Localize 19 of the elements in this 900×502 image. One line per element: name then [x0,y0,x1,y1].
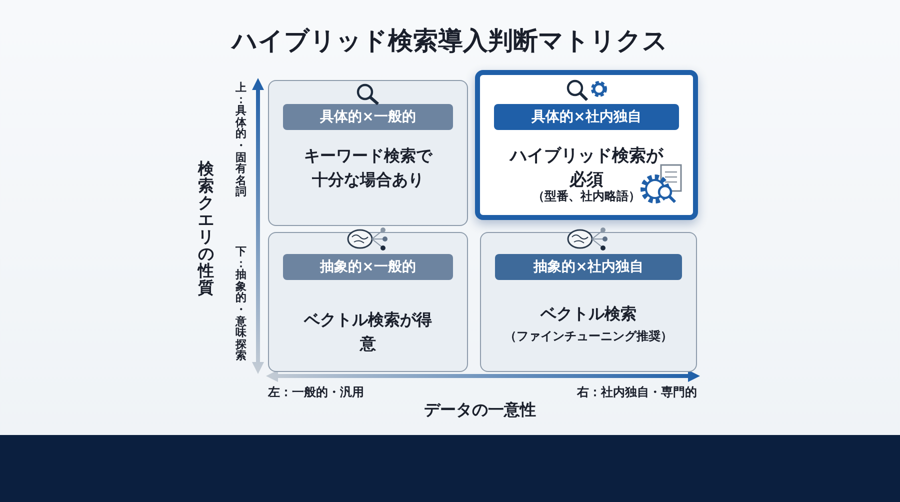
quadrant-text: ベクトル検索 [539,302,638,324]
quadrant-box [268,80,468,226]
quadrant-heading: 具体的×一般的 [283,104,453,130]
title: ハイブリッド検索導入判断マトリクス [230,25,669,57]
axis-label: 上：具体的・固有名詞 [234,82,248,198]
quadrant-text: キーワード検索で十分な場合あり [303,144,434,190]
axis-label: 左：一般的・汎用 [268,384,364,401]
quadrant-note: （ファインチューニング推奨） [504,328,674,344]
quadrant-box [475,70,698,220]
quadrant-text: ベクトル検索が得意 [302,308,433,354]
quadrant-heading: 具体的×社内独自 [494,104,679,130]
quadrant-heading: 抽象的×一般的 [283,254,453,280]
axis-title: データの一意性 [423,400,537,421]
axis-title: 検索クエリの性質 [196,160,215,296]
axis-label: 右：社内独自・専門的 [577,384,697,401]
axis-label: 下：抽象的・意味探索 [234,246,248,362]
quadrant-note: （型番、社内略語） [532,188,642,205]
quadrant-heading: 抽象的×社内独自 [495,254,682,280]
quadrant-text: ハイブリッド検索が必須 [508,145,664,190]
